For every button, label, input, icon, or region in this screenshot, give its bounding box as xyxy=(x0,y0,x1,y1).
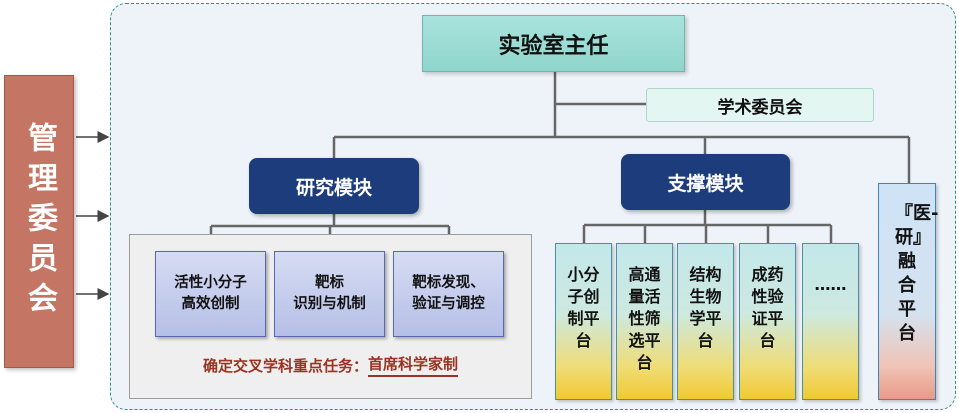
chief-scientist-system: 首席科学家制 xyxy=(368,353,459,377)
platform-structural-biology: 结构生物学平台 xyxy=(677,243,734,400)
director-box: 实验室主任 xyxy=(422,15,685,72)
platform-label: 高通量活性筛选平台 xyxy=(628,265,661,372)
academic-committee-box: 学术委员会 xyxy=(646,88,874,122)
platform-hts: 高通量活性筛选平台 xyxy=(616,243,673,400)
key-task-statement: 确定交叉学科重点任务： 首席科学家制 xyxy=(129,352,532,378)
platform-label: …… xyxy=(814,275,847,294)
research-box-line1: 靶标 xyxy=(315,275,344,291)
platform-druggability: 成药性验证平台 xyxy=(739,243,796,400)
platform-label: 小分子创制平台 xyxy=(567,265,600,350)
platform-more: …… xyxy=(802,243,859,400)
management-committee-box: 管理委员会 xyxy=(4,75,74,368)
fusion-label: 『医-研』融合平台 xyxy=(895,203,939,344)
platform-label: 成药性验证平台 xyxy=(751,265,784,350)
platform-small-molecule: 小分子创制平台 xyxy=(555,243,612,400)
research-box-target-mechanism: 靶标 识别与机制 xyxy=(274,251,385,337)
key-task-prefix: 确定交叉学科重点任务： xyxy=(202,356,368,375)
research-box-line2: 验证与调控 xyxy=(412,296,485,312)
research-box-line1: 活性小分子 xyxy=(174,275,247,291)
support-module-box: 支撑模块 xyxy=(621,154,790,210)
medical-research-fusion-platform: 『医-研』融合平台 xyxy=(878,183,939,400)
research-box-target-discovery: 靶标发现、 验证与调控 xyxy=(393,251,504,337)
platform-label: 结构生物学平台 xyxy=(689,265,722,350)
research-box-line2: 识别与机制 xyxy=(293,296,366,312)
research-module-box: 研究模块 xyxy=(249,158,419,214)
research-box-line2: 高效创制 xyxy=(181,296,240,312)
research-box-small-molecule: 活性小分子 高效创制 xyxy=(155,251,266,337)
research-box-line1: 靶标发现、 xyxy=(412,275,485,291)
